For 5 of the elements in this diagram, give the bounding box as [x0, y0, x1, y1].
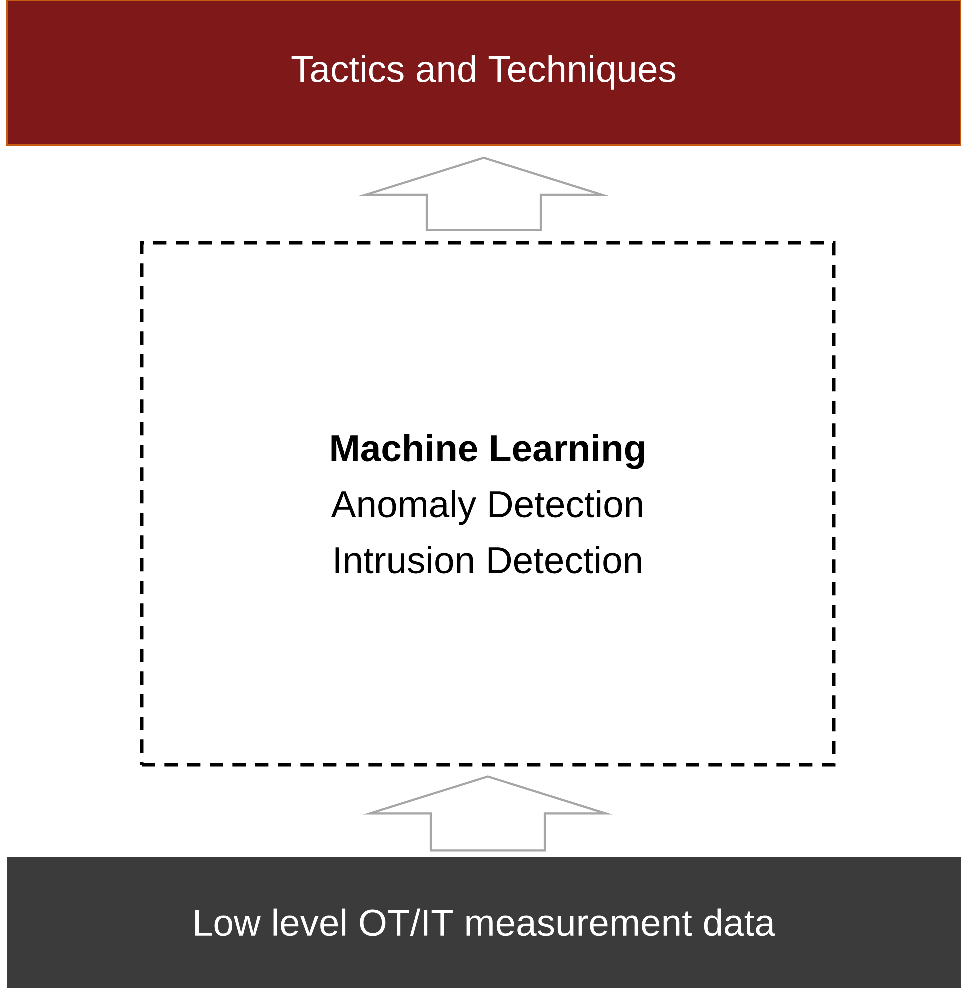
block-arrow — [359, 156, 609, 232]
dashed-box: Machine Learning Anomaly Detection Intrusion Detection — [140, 241, 836, 767]
data-banner: Low level OT/IT measurement data — [7, 857, 961, 988]
block-arrow — [363, 776, 613, 852]
title-banner: Tactics and Techniques — [6, 0, 961, 146]
